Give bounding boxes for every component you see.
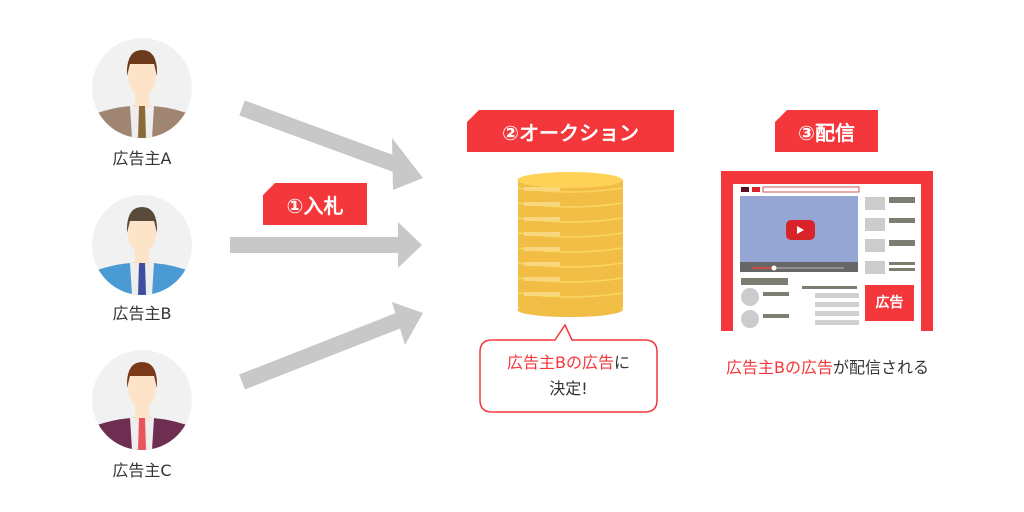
advertiser-b-label: 広告主B — [112, 304, 172, 323]
advertiser-a-label: 広告主A — [112, 149, 172, 168]
advertiser-avatar-icon — [92, 350, 192, 450]
step-bid-tag: ①入札 — [263, 183, 367, 225]
ad-label: 広告 — [875, 295, 904, 311]
caption: 広告主Bの広告が配信される — [690, 354, 965, 378]
bubble-text: 広告主Bの広告に 決定! — [480, 350, 657, 402]
arrow-c — [239, 302, 423, 390]
step-delivery-tag: ③配信 — [775, 110, 878, 152]
advertiser-c-label: 広告主C — [112, 461, 172, 480]
arrow-b — [230, 222, 422, 268]
advertiser-avatar-icon — [92, 38, 192, 138]
caption-rest: が配信される — [832, 358, 929, 377]
bubble-line2: 決定! — [549, 379, 588, 398]
arrow-a — [239, 100, 423, 190]
bubble-highlight: 広告主Bの広告 — [507, 353, 614, 372]
video-page-illustration — [721, 171, 933, 331]
coin-stack-icon — [517, 172, 624, 317]
caption-highlight: 広告主Bの広告 — [726, 358, 833, 377]
bubble-shape — [479, 323, 658, 413]
step-auction-tag: ②オークション — [467, 110, 674, 152]
bubble-rest: に — [613, 353, 630, 372]
advertiser-avatar-icon — [92, 195, 192, 295]
